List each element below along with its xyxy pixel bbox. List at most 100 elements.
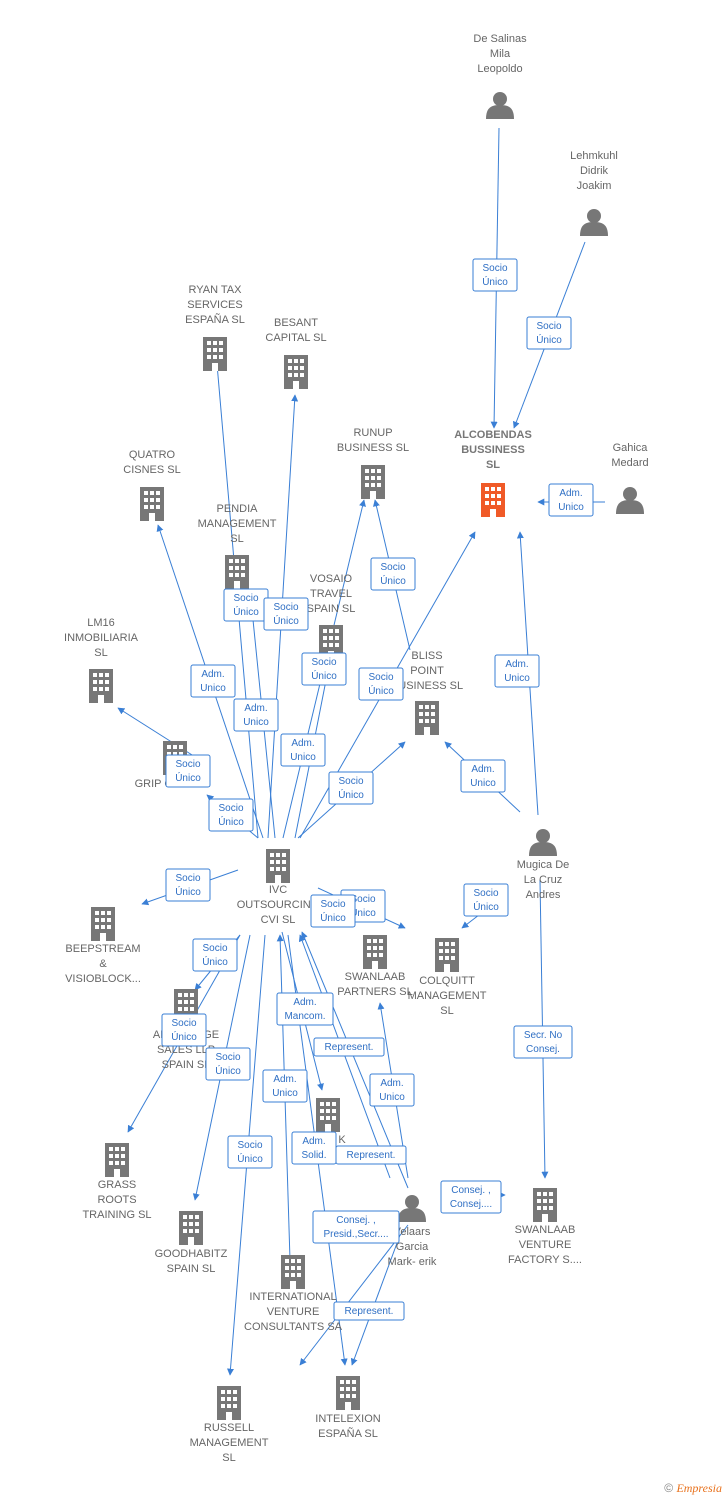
edge-label-text: Socio xyxy=(536,321,561,332)
node-label: PENDIA xyxy=(217,503,259,515)
node-label: SPAIN SL xyxy=(162,1059,211,1071)
brand-logo[interactable]: Empresia xyxy=(676,1481,722,1495)
node-label: VENTURE xyxy=(267,1306,320,1318)
edge-label-e11[interactable]: Adm.Unico xyxy=(280,733,326,767)
node-label: MANAGEMENT xyxy=(190,1437,269,1449)
edge-label-text: Adm. xyxy=(273,1074,296,1085)
edge-label-e22[interactable]: Adm.Mancom. xyxy=(276,992,334,1026)
copyright-symbol: © xyxy=(664,1481,674,1495)
edge-label-text: Único xyxy=(380,574,406,587)
node-k[interactable]: K xyxy=(316,1098,346,1146)
edge-label-e14[interactable]: Adm.Unico xyxy=(460,759,506,793)
node-label: VOSAIO xyxy=(310,573,353,585)
edge-label-box xyxy=(192,938,238,972)
edge-label-text: Socio xyxy=(273,602,298,613)
edge-label-text: Socio xyxy=(233,593,258,604)
edge-label-e9[interactable]: Adm.Unico xyxy=(190,664,236,698)
edge-label-text: Socio xyxy=(175,873,200,884)
node-label: VENTURE xyxy=(519,1239,572,1251)
person-icon xyxy=(398,1195,426,1222)
edge-12 xyxy=(117,707,201,761)
edge-label-e34[interactable]: Represent. xyxy=(333,1301,405,1321)
edge-label-text: Unico xyxy=(290,752,316,763)
edge-label-text: Adm. xyxy=(505,659,528,670)
edge-label-text: Adm. xyxy=(302,1136,325,1147)
edge-label-text: Consej. , xyxy=(451,1185,490,1196)
edge-label-text: Socio xyxy=(215,1052,240,1063)
edge-label-e33[interactable]: Consej. ,Presid.,Secr.... xyxy=(312,1210,400,1244)
edge-label-text: Socio xyxy=(320,899,345,910)
edge-label-e25[interactable]: Represent. xyxy=(313,1037,385,1057)
edge-label-e32[interactable]: Consej. ,Consej.... xyxy=(440,1180,502,1214)
node-label: BUSSINESS xyxy=(461,444,525,456)
edge-label-text: Único xyxy=(175,885,201,898)
edge-label-e20[interactable]: Adm. Unico xyxy=(494,654,540,688)
edge-label-text: Socio xyxy=(482,263,507,274)
building-icon xyxy=(435,938,459,972)
edge-label-text: Socio xyxy=(218,803,243,814)
node-label: SPAIN SL xyxy=(307,603,356,615)
edge-label-e30[interactable]: Represent. xyxy=(335,1145,407,1165)
edge-label-text: Adm. xyxy=(471,764,494,775)
node-beepstream[interactable]: BEEPSTREAM&VISIOBLOCK... xyxy=(65,907,141,985)
edge-label-text: Socio xyxy=(338,776,363,787)
edge-label-text: Represent. xyxy=(345,1306,394,1317)
edge-label-e27[interactable]: Adm.Unico xyxy=(369,1073,415,1107)
node-label: Andres xyxy=(526,889,561,901)
edge-label-e29[interactable]: Adm.Solid. xyxy=(291,1131,337,1165)
edge-label-e3[interactable]: Adm.Unico xyxy=(548,483,594,517)
node-label: SWANLAAB xyxy=(345,971,406,983)
node-label: FACTORY S.... xyxy=(508,1254,582,1266)
edge-label-e10[interactable]: Adm.Unico xyxy=(233,698,279,732)
edge-label-text: Consej. , xyxy=(336,1215,375,1226)
building-icon xyxy=(91,907,115,941)
footer: © Empresia xyxy=(664,1481,722,1496)
building-icon xyxy=(89,669,113,703)
node-label: RYAN TAX xyxy=(189,284,243,296)
edge-label-text: Unico xyxy=(504,673,530,684)
edge-label-e28[interactable]: Adm.Unico xyxy=(262,1069,308,1103)
building-icon xyxy=(217,1386,241,1420)
